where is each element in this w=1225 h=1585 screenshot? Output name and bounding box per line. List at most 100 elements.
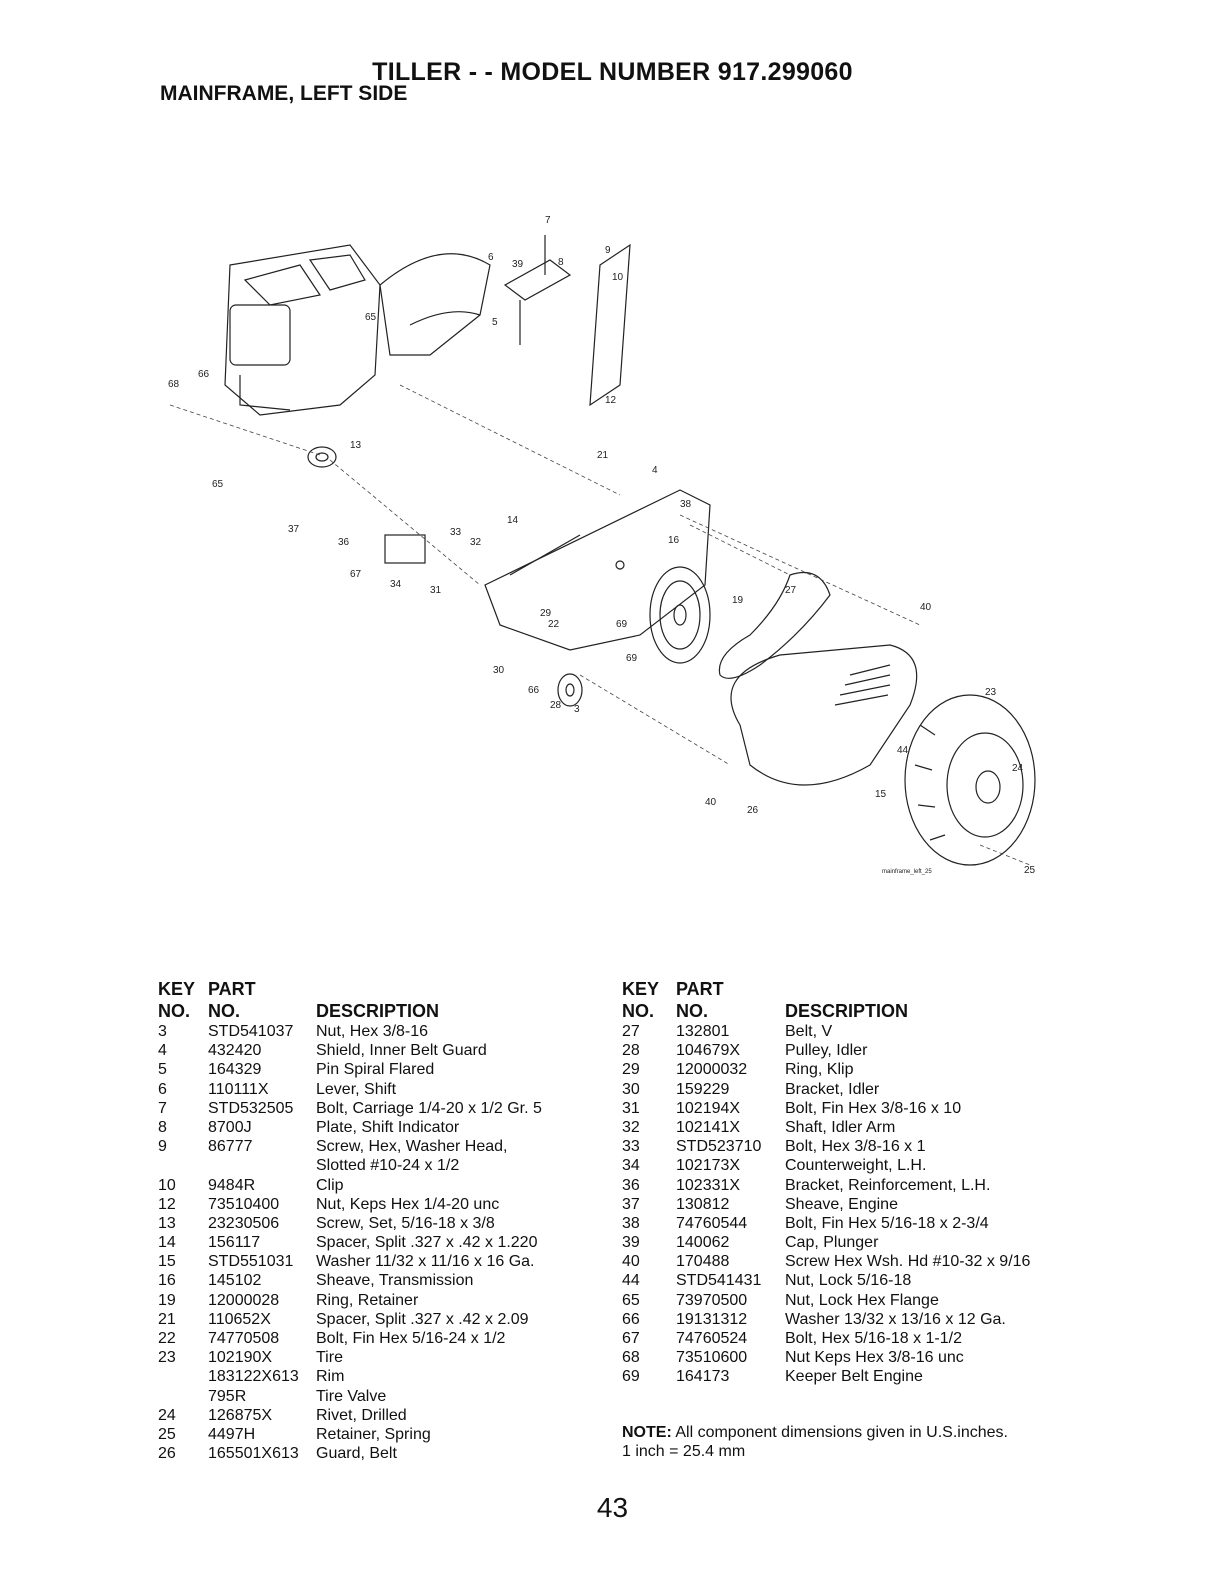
key-no: 68 (622, 1349, 640, 1367)
svg-text:12: 12 (605, 395, 617, 406)
svg-text:22: 22 (548, 619, 560, 630)
key-no: 24 (158, 1406, 176, 1424)
description: Cap, Plunger (785, 1234, 879, 1252)
counterweight-shape (384, 534, 426, 564)
description: Pin Spiral Flared (316, 1061, 435, 1079)
svg-text:27: 27 (785, 585, 797, 596)
section-subtitle: MAINFRAME, LEFT SIDE (160, 82, 408, 105)
key-no: 39 (622, 1234, 640, 1252)
description: Pulley, Idler (785, 1042, 868, 1060)
key-no: 36 (622, 1176, 640, 1194)
svg-text:40: 40 (705, 797, 717, 808)
table-row: Slotted #10-24 x 1/2 (158, 1156, 598, 1175)
col-key: KEY (622, 979, 660, 999)
part-no: STD551031 (208, 1253, 294, 1271)
description: Retainer, Spring (316, 1425, 431, 1443)
part-no: 19131312 (676, 1310, 748, 1328)
note-conversion: 1 inch = 25.4 mm (622, 1443, 746, 1460)
table-row: 39 140062 Cap, Plunger (622, 1233, 1072, 1252)
svg-text:66: 66 (198, 369, 210, 380)
key-no: 6 (158, 1080, 167, 1098)
dimensions-note: NOTE: All component dimensions given in … (622, 1423, 1072, 1461)
key-no: 25 (158, 1425, 176, 1443)
part-no: 73970500 (676, 1291, 748, 1309)
note-label: NOTE: (622, 1424, 672, 1441)
idler-pulley-shape (557, 673, 583, 707)
col-description: DESCRIPTION (785, 1001, 909, 1021)
key-no: 29 (622, 1061, 640, 1079)
key-no: 32 (622, 1118, 640, 1136)
key-no: 22 (158, 1330, 176, 1347)
col-part: PART (208, 979, 256, 999)
key-no: 40 (622, 1253, 640, 1271)
svg-text:69: 69 (626, 653, 638, 664)
description: Belt, V (785, 1023, 833, 1040)
svg-text:24: 24 (1012, 763, 1024, 774)
belt-shape (718, 571, 831, 679)
description: Rivet, Drilled (316, 1406, 407, 1424)
svg-text:3: 3 (574, 704, 580, 715)
part-no: STD541037 (208, 1023, 294, 1040)
key-no: 26 (158, 1445, 176, 1463)
key-no: 12 (158, 1195, 176, 1213)
description: Ring, Klip (785, 1061, 854, 1079)
svg-text:5: 5 (492, 317, 498, 328)
description: Tire (316, 1349, 343, 1367)
description: Bolt, Hex 3/8-16 x 1 (785, 1138, 926, 1156)
part-no: 130812 (676, 1195, 730, 1213)
svg-text:28: 28 (550, 700, 562, 711)
svg-text:23: 23 (985, 687, 997, 698)
part-no: 110111X (208, 1080, 269, 1098)
svg-text:32: 32 (470, 537, 482, 548)
svg-text:44: 44 (897, 745, 909, 756)
key-no: 13 (158, 1214, 176, 1232)
part-no: 140062 (676, 1234, 730, 1252)
description: Bolt, Carriage 1/4-20 x 1/2 Gr. 5 (316, 1099, 542, 1117)
callout-labels: 7 6 39 8 9 10 5 65 12 66 68 13 65 21 4 3… (168, 215, 1036, 876)
col-part-no: NO. (208, 1001, 241, 1021)
svg-text:8: 8 (558, 257, 564, 268)
key-no: 31 (622, 1099, 640, 1117)
part-no: 795R (208, 1387, 247, 1405)
key-no: 69 (622, 1368, 640, 1386)
svg-text:15: 15 (875, 789, 887, 800)
svg-text:68: 68 (168, 379, 180, 390)
key-no: 37 (622, 1195, 640, 1213)
svg-text:21: 21 (597, 450, 609, 461)
svg-text:26: 26 (747, 805, 759, 816)
part-no: 4497H (208, 1425, 256, 1443)
part-no: 102190X (208, 1349, 273, 1367)
description: Sheave, Transmission (316, 1272, 474, 1290)
part-no: 74760544 (676, 1214, 748, 1232)
key-no: 7 (158, 1099, 167, 1117)
col-key-no: NO. (158, 1001, 191, 1021)
description: Bolt, Fin Hex 5/16-24 x 1/2 (316, 1330, 506, 1347)
description: Clip (316, 1176, 344, 1194)
svg-text:7: 7 (545, 215, 551, 226)
svg-text:4: 4 (652, 465, 658, 476)
description: Bolt, Fin Hex 5/16-18 x 2-3/4 (785, 1214, 989, 1232)
table-header: KEY PART NO. NO. DESCRIPTION (622, 978, 1072, 1022)
transmission-sheave-shape (649, 566, 711, 664)
table-header: KEY PART NO. NO. DESCRIPTION (158, 978, 598, 1022)
part-no: 74760524 (676, 1330, 748, 1347)
description: Plate, Shift Indicator (316, 1118, 460, 1136)
key-no: 5 (158, 1061, 167, 1079)
description: Shaft, Idler Arm (785, 1118, 896, 1136)
description: Washer 11/32 x 11/16 x 16 Ga. (316, 1253, 535, 1271)
svg-text:38: 38 (680, 499, 692, 510)
description: Shield, Inner Belt Guard (316, 1042, 487, 1060)
